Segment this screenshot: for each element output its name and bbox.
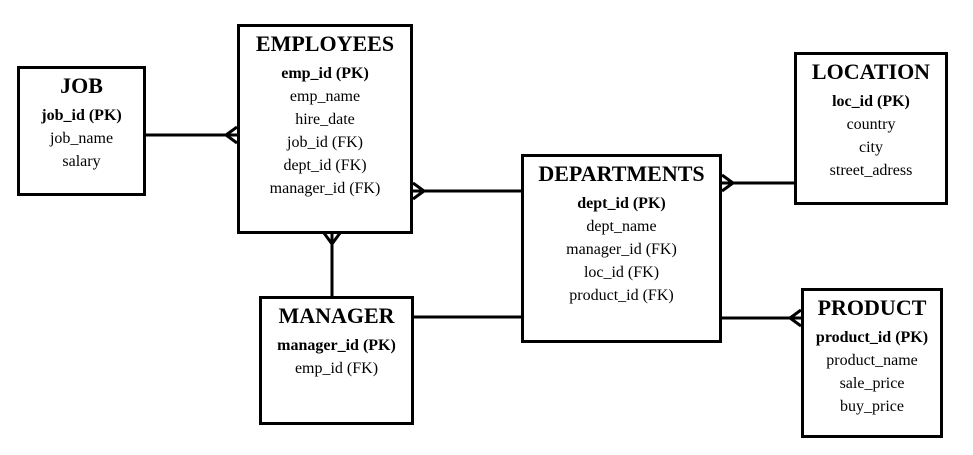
entity-field: job_name <box>49 130 114 147</box>
entity-field: hire_date <box>295 111 355 128</box>
entity-employees-title: EMPLOYEES <box>255 31 395 56</box>
entity-field: buy_price <box>840 398 904 415</box>
entity-field: dept_name <box>586 218 657 235</box>
entity-field: loc_id (FK) <box>583 264 660 281</box>
entity-field: product_id (FK) <box>569 287 674 304</box>
entity-field: job_id (PK) <box>41 107 122 124</box>
entity-departments-fields: dept_id (PK) dept_name manager_id (FK) loc_… <box>524 192 719 307</box>
entity-location: LOCATION loc_id (PK) country city street_ad… <box>794 52 948 205</box>
entity-field: job_id (FK) <box>287 134 363 151</box>
entity-field: sale_price <box>839 375 905 392</box>
rel-departments-location <box>721 173 794 193</box>
entity-field: product_id (PK) <box>815 329 929 346</box>
entity-field: dept_id (FK) <box>283 157 367 174</box>
entity-field: product_name <box>826 352 918 369</box>
entity-employees-fields: emp_id (PK) emp_name hire_date job_id (FK) d… <box>240 62 410 200</box>
entity-product-title: PRODUCT <box>817 295 927 320</box>
rel-departments-product <box>722 308 802 328</box>
entity-field: emp_name <box>289 88 361 105</box>
entity-field: manager_id (FK) <box>566 241 677 258</box>
entity-field: city <box>859 139 883 156</box>
entity-field: dept_id (PK) <box>577 195 666 212</box>
rel-job-employees <box>146 125 238 145</box>
entity-field: manager_id (FK) <box>269 180 381 197</box>
entity-field: loc_id (PK) <box>832 93 910 110</box>
entity-field: emp_id (FK) <box>294 360 379 377</box>
entity-field: manager_id (PK) <box>277 337 396 354</box>
entity-job-title: JOB <box>60 73 103 98</box>
entity-departments-title: DEPARTMENTS <box>538 161 705 186</box>
entity-manager-fields: manager_id (PK) emp_id (FK) <box>262 334 411 380</box>
entity-field: emp_id (PK) <box>281 65 369 82</box>
entity-field: country <box>846 116 896 133</box>
rel-employees-manager <box>322 232 342 296</box>
entity-location-fields: loc_id (PK) country city street_adress <box>797 90 945 182</box>
entity-field: street_adress <box>829 162 913 179</box>
entity-location-title: LOCATION <box>811 59 931 84</box>
entity-field: salary <box>62 153 101 170</box>
entity-manager-title: MANAGER <box>278 303 395 328</box>
entity-product: PRODUCT product_id (PK) product_name sale_… <box>801 288 943 438</box>
entity-manager: MANAGER manager_id (PK) emp_id (FK) <box>259 296 414 425</box>
rel-employees-departments <box>412 181 521 201</box>
